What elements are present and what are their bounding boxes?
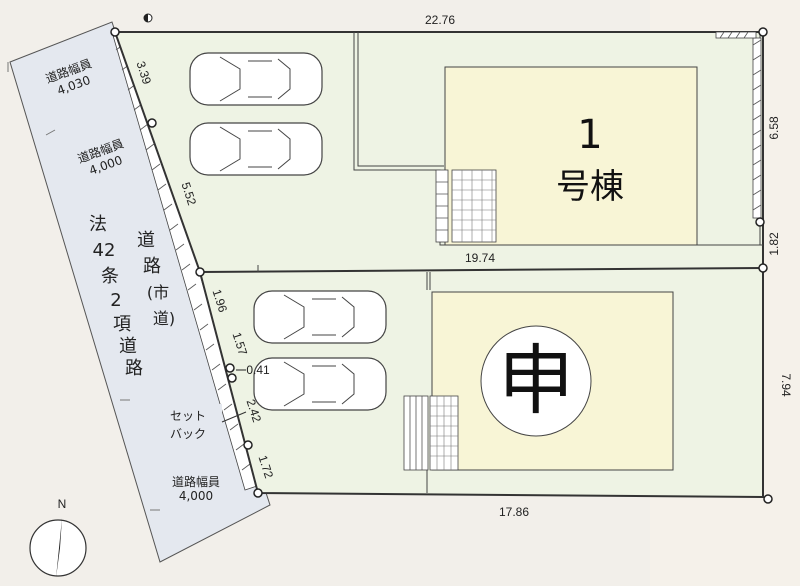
dim-bottom: 17.86	[499, 505, 529, 519]
dim-left-6: 2.42	[244, 397, 265, 424]
svg-text:道: 道	[119, 336, 137, 357]
setback-label: セット バック	[152, 404, 247, 450]
dim-left-2: 5.52	[179, 180, 200, 207]
dim-top: 22.76	[425, 13, 455, 27]
svg-text:道路幅員: 道路幅員	[172, 474, 220, 489]
svg-text:路: 路	[143, 256, 161, 277]
svg-text:路: 路	[125, 358, 143, 379]
road-name-column-1: 法 42 条 2 項 道 路	[89, 214, 143, 379]
unit-1-label: 号棟	[556, 167, 624, 207]
east-hatch	[715, 31, 762, 219]
svg-text:バック: バック	[170, 427, 206, 441]
car-3	[253, 290, 387, 344]
dim-left-5: 0.41	[246, 363, 270, 377]
car-4	[253, 357, 387, 411]
svg-text:項: 項	[113, 314, 131, 335]
svg-text:道: 道	[137, 230, 155, 251]
dim-left-3: 1.96	[210, 287, 231, 314]
car-1	[189, 52, 323, 106]
north-compass-icon: N	[29, 497, 87, 578]
svg-text:条: 条	[101, 266, 119, 287]
car-2	[189, 122, 323, 176]
svg-text:4,000: 4,000	[179, 489, 213, 503]
unit-2-circle	[480, 325, 592, 437]
svg-text:42: 42	[93, 240, 116, 261]
dim-right-upper: 6.58	[767, 116, 781, 140]
dim-left-1: 3.39	[134, 59, 155, 86]
unit-1-number: 1	[577, 112, 602, 158]
unit-2-label: 申	[498, 336, 574, 425]
lot-divider	[199, 267, 764, 273]
dim-inner: 19.74	[465, 251, 495, 265]
entrance-steps-1	[435, 169, 497, 243]
svg-text:N: N	[58, 497, 67, 511]
dim-left-7: 1.72	[256, 453, 277, 480]
svg-text:法: 法	[89, 214, 107, 235]
road-name-column-2: 道 路 (市 道)	[137, 230, 175, 328]
dim-right-mid: 1.82	[767, 232, 781, 256]
road-width-marks	[7, 62, 160, 511]
dim-left-4: 1.57	[230, 330, 251, 357]
entrance-steps-2	[403, 395, 459, 471]
svg-text:セット: セット	[170, 409, 206, 423]
inner-lines-2	[357, 32, 444, 167]
svg-text:道): 道)	[153, 309, 175, 328]
road-width-3: 道路幅員 4,000	[172, 474, 220, 503]
svg-text:2: 2	[110, 290, 121, 311]
half-moon-icon	[143, 13, 153, 23]
svg-text:(市: (市	[147, 283, 169, 302]
boundary-points	[110, 27, 773, 504]
dim-right-lower: 7.94	[779, 373, 793, 397]
